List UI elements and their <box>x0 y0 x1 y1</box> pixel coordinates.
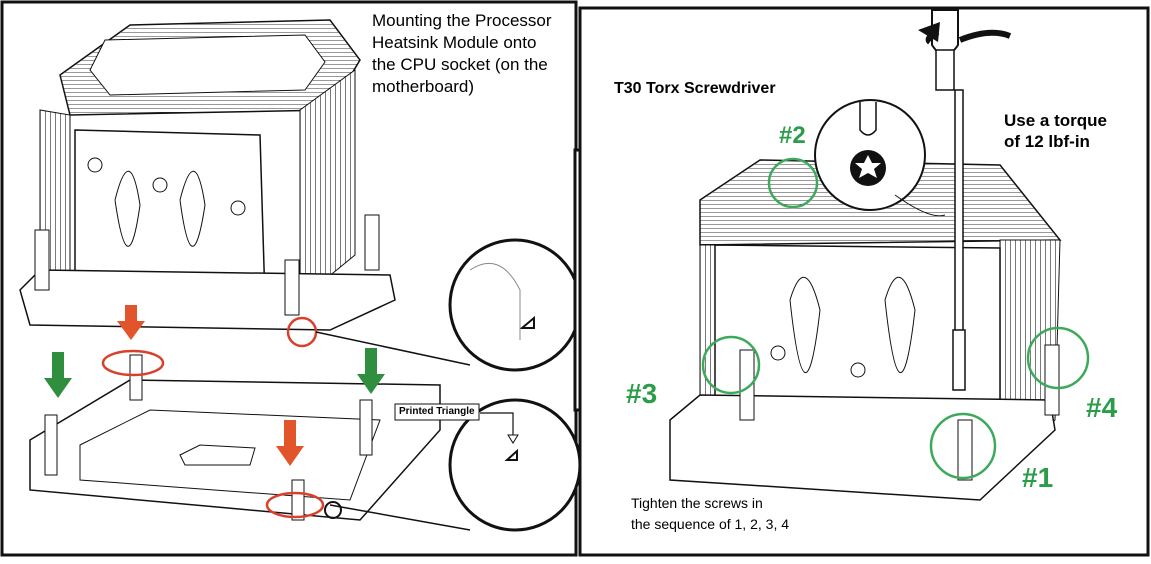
screw-label-4: #4 <box>1086 392 1118 423</box>
triangle-label-box <box>394 403 480 421</box>
printed-triangle-icon <box>519 315 535 329</box>
alignment-circle <box>265 491 325 519</box>
cpu-socket <box>29 354 441 521</box>
torque-line: of 12 lbf-in <box>1004 132 1090 151</box>
screw-circle-1 <box>929 412 997 480</box>
torx-bit-icon <box>850 150 886 186</box>
tool-label: T30 Torx Screwdriver <box>614 80 776 97</box>
screw-label-3: #3 <box>626 378 658 409</box>
zoom-detail-heatsink <box>448 238 582 372</box>
caption-block: Mounting the Processor Heatsink Module o… <box>372 10 552 98</box>
torx-screwdriver <box>931 9 966 391</box>
triangle-label: Printed Triangle <box>399 406 475 417</box>
heatsink-module-right <box>669 159 1062 501</box>
heatsink-module-left <box>19 19 396 331</box>
screw-label-1: #1 <box>1022 462 1054 493</box>
rotation-arrow-icon <box>918 22 1012 45</box>
left-panel <box>0 0 582 557</box>
screw-circle-2 <box>767 157 819 209</box>
caption-line: motherboard) <box>372 77 475 96</box>
down-arrow-icon <box>44 352 72 398</box>
down-arrow-icon <box>357 348 385 394</box>
caption-line: Heatsink Module onto <box>372 33 537 52</box>
sequence-line: Tighten the screws in <box>631 495 763 511</box>
screw-circle-3 <box>701 335 761 395</box>
caption-line: Mounting the Processor <box>372 11 552 30</box>
down-arrow-icon <box>117 305 145 340</box>
sequence-block: Tighten the screws in the sequence of 1,… <box>631 493 789 535</box>
screw-circle-4 <box>1026 326 1090 390</box>
right-panel <box>578 6 1150 557</box>
alignment-circle <box>101 349 165 377</box>
printed-triangle-icon <box>504 448 518 461</box>
sequence-line: the sequence of 1, 2, 3, 4 <box>631 516 790 532</box>
screw-label-2: #2 <box>779 122 806 149</box>
down-arrow-icon <box>276 420 304 466</box>
torque-block: Use a torque of 12 lbf-in <box>1004 110 1107 152</box>
caption-line: the CPU socket (on the <box>372 55 548 74</box>
torque-line: Use a torque <box>1004 111 1107 130</box>
